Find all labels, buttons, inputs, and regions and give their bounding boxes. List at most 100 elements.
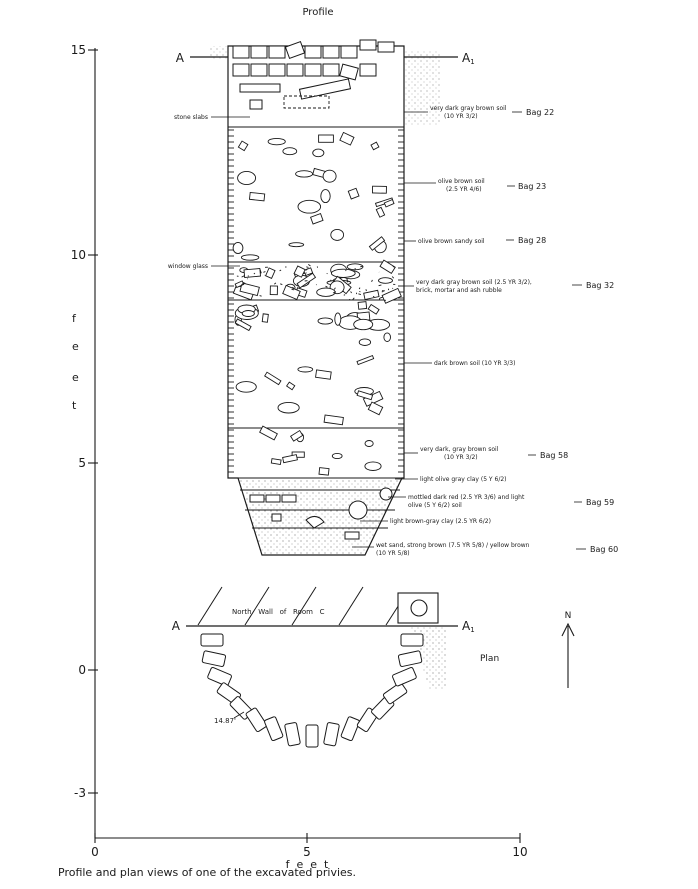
brick-fragment <box>318 467 330 476</box>
measurement-label: 14.87' <box>214 717 236 725</box>
brick-fragment <box>282 284 301 301</box>
brick-fragment <box>264 371 282 386</box>
y-tick-label: 15 <box>71 43 86 57</box>
rubble-fleck <box>378 284 382 287</box>
brick-fragment <box>339 131 355 146</box>
x-tick-label: 5 <box>303 845 311 859</box>
plan-brick-arch <box>200 633 424 748</box>
rubble-fleck <box>274 282 277 285</box>
stone-inclusion <box>331 452 343 460</box>
arch-brick <box>400 633 424 647</box>
bag-label: Bag 60 <box>590 545 618 554</box>
arch-brick <box>207 667 232 687</box>
layer-boundaries <box>228 126 404 529</box>
stone-inclusion <box>378 277 393 284</box>
brick-fragment <box>363 289 380 301</box>
brick-fragment <box>282 454 298 464</box>
brick-fragment <box>383 198 395 208</box>
y-axis-letter: f <box>72 312 77 325</box>
arch-brick <box>201 650 227 667</box>
layer-sublabel: (10 YR 3/2) <box>444 113 478 120</box>
rubble-fleck <box>350 291 352 294</box>
rubble-fleck <box>308 264 311 267</box>
brick-fragment <box>234 318 252 332</box>
rubble-fleck <box>384 299 386 302</box>
rubble-fleck <box>352 297 355 300</box>
brick-fragment <box>379 259 396 275</box>
stone-slab-dashed <box>283 95 330 109</box>
plan-marker-right: A1 <box>462 619 475 634</box>
bag-label: Bag 32 <box>586 281 614 290</box>
rubble-fleck <box>241 275 245 278</box>
stone-inclusion <box>282 147 298 156</box>
north-label: N <box>565 611 572 621</box>
brick-fragment <box>367 401 384 416</box>
rubble-fleck <box>332 279 335 281</box>
stone-inclusion <box>330 268 356 278</box>
brick-fragment <box>357 301 368 310</box>
arch-brick <box>200 633 224 647</box>
stone-inclusion <box>317 317 334 325</box>
stone-inclusion <box>277 401 300 414</box>
y-tick-label: 10 <box>71 248 86 262</box>
stone-inclusion <box>320 189 331 204</box>
brick-fragment <box>356 390 374 401</box>
rubble-fleck <box>307 282 309 286</box>
brick-fragment <box>261 313 269 323</box>
soil-inclusions <box>232 131 402 476</box>
stone-inclusion <box>297 199 322 214</box>
rubble-fleck <box>348 298 352 301</box>
brick-fragment <box>237 140 249 152</box>
stone-inclusion <box>364 461 382 471</box>
stone-inclusion <box>295 170 314 178</box>
brick-fragment <box>291 451 305 458</box>
layer-label: very dark gray brown soil <box>430 105 507 112</box>
stone-inclusion <box>312 148 325 158</box>
layer-label: olive brown sandy soil <box>418 238 485 245</box>
brick-fragment <box>270 458 282 466</box>
y-axis-letter: e <box>72 371 79 384</box>
arch-brick <box>392 667 417 687</box>
rubble-fleck <box>292 286 295 289</box>
brick-fragment <box>356 354 375 366</box>
stone-inclusion <box>240 254 260 261</box>
stone-inclusion <box>241 310 255 317</box>
y-axis-letter: t <box>72 399 77 412</box>
rubble-fleck <box>279 269 282 272</box>
brick-fragment <box>290 429 304 442</box>
rubble-fleck <box>302 272 306 275</box>
annotation-stone-slabs: stone slabs <box>174 114 208 121</box>
brick-fragment <box>370 141 380 151</box>
rubble-fleck <box>242 281 246 284</box>
stone-inclusion <box>322 169 337 183</box>
brick-fragment <box>310 213 324 225</box>
leader-lines <box>352 111 586 550</box>
rubble-fleck <box>333 287 336 290</box>
layer-label: dark brown soil (10 YR 3/3) <box>434 360 515 367</box>
annotation-window-glass: window glass <box>168 263 208 270</box>
rubble-fleck <box>359 290 361 293</box>
plan-wall-hatching <box>197 586 405 626</box>
layer-sublabel: (10 YR 3/2) <box>444 454 478 461</box>
bag-label: Bag 28 <box>518 236 546 245</box>
shaft-wall-texture <box>228 129 404 473</box>
y-tick-label: -3 <box>74 786 86 800</box>
stone-inclusion <box>237 170 257 186</box>
brick-fragment <box>259 425 278 441</box>
brick-fragment <box>315 369 332 380</box>
arch-brick <box>245 707 268 733</box>
stone-inclusion <box>297 366 314 373</box>
x-axis-label: f e e t <box>286 858 329 871</box>
rubble-fleck <box>332 291 337 294</box>
arch-brick <box>397 650 423 667</box>
diagram-title: Profile <box>302 7 333 18</box>
brick-fragment <box>381 287 402 304</box>
horizontal-scale-axis <box>94 833 521 843</box>
x-tick-label: 10 <box>512 845 527 859</box>
stone-inclusion <box>288 242 305 248</box>
north-arrow-icon <box>561 622 575 688</box>
rubble-fleck <box>392 287 394 289</box>
brick-fragment <box>265 267 276 279</box>
layer-label: olive brown soil <box>438 178 485 185</box>
